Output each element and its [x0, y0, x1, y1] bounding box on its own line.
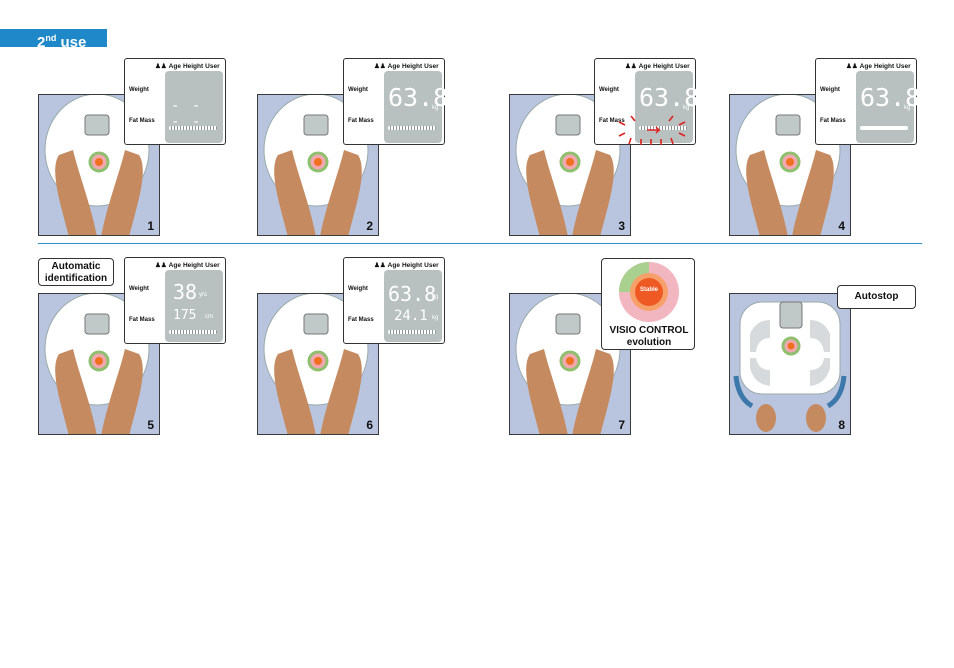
callout-line: Autostop: [854, 291, 899, 302]
fat-mass-label: Fat Mass: [599, 118, 625, 124]
users-icon: ♟♟: [374, 262, 386, 269]
fat-mass-unit: kg: [432, 315, 439, 321]
autostop-callout: Autostop: [837, 285, 916, 309]
age-value: 38: [173, 280, 198, 304]
callout-line: evolution: [626, 337, 672, 348]
lcd-screen: 63.8 kg: [384, 71, 448, 143]
step-6-illustration: 6: [257, 293, 379, 435]
progress-segments: [169, 126, 217, 130]
lcd-screen: 63.8 kg: [856, 71, 920, 143]
progress-segments: [388, 330, 436, 334]
users-icon: ♟♟: [155, 63, 167, 70]
height-unit: cm: [205, 314, 213, 320]
scale-with-feet-illustration: [44, 95, 150, 235]
fat-mass-label: Fat Mass: [129, 118, 155, 124]
progress-segments: [169, 330, 217, 334]
lcd-screen: 63.8 kg: [635, 71, 699, 143]
step-number: 4: [838, 219, 845, 233]
automatic-identification-callout: Automatic identification: [38, 258, 114, 286]
step-number: 2: [366, 219, 373, 233]
callout-line: identification: [44, 273, 108, 284]
lcd-unit: kg: [432, 105, 439, 111]
scale-with-feet-illustration: [735, 95, 841, 235]
step-number: 5: [147, 418, 154, 432]
lcd-value: 63.8: [860, 83, 921, 112]
lcd-screen: 63.8 kg 24.1 kg: [384, 270, 442, 342]
fat-mass-label: Fat Mass: [348, 317, 374, 323]
fat-mass-label: Fat Mass: [820, 118, 846, 124]
weight-label: Weight: [820, 87, 840, 93]
section-divider: [38, 243, 922, 244]
users-icon: ♟♟: [155, 262, 167, 269]
callout-line: VISIO CONTROL: [609, 325, 689, 336]
weight-label: Weight: [599, 87, 619, 93]
height-value: 175: [173, 308, 197, 323]
users-icon: ♟♟: [625, 63, 637, 70]
users-icon: ♟♟: [846, 63, 858, 70]
scale-with-feet-illustration: [44, 294, 150, 434]
scale-with-feet-illustration: [515, 95, 621, 235]
scale-with-feet-illustration: [515, 294, 621, 434]
step-number: 6: [366, 418, 373, 432]
step-number: 8: [838, 418, 845, 432]
step-number: 7: [618, 418, 625, 432]
fat-mass-value: 24.1: [394, 308, 428, 324]
step-number: 1: [147, 219, 154, 233]
weight-label: Weight: [348, 286, 368, 292]
age-unit: yrs: [199, 292, 207, 298]
visio-control-callout: Stable VISIO CONTROL evolution: [601, 258, 695, 350]
step-8-illustration: 8: [729, 293, 851, 435]
section-title: 2nd use: [0, 29, 107, 51]
flashing-rays-icon: [618, 115, 686, 145]
step-4-illustration: 4: [729, 94, 851, 236]
lcd-screen: 38 yrs 175 cm: [165, 270, 223, 342]
progress-segments: [639, 126, 687, 130]
fat-mass-label: Fat Mass: [348, 118, 374, 124]
step-number: 3: [618, 219, 625, 233]
scale-with-feet-illustration: [263, 95, 369, 235]
scale-empty-illustration: [733, 301, 847, 432]
weight-label: Weight: [129, 286, 149, 292]
lcd-value: 63.8: [639, 83, 700, 112]
lcd-value: 63.8: [388, 83, 449, 112]
weight-value: 63.8: [388, 282, 437, 306]
fat-mass-label: Fat Mass: [129, 317, 155, 323]
lcd-unit: kg: [683, 105, 690, 111]
visio-control-dial-icon: [619, 262, 679, 322]
lcd-unit: kg: [904, 105, 911, 111]
users-icon: ♟♟: [374, 63, 386, 70]
weight-label: Weight: [348, 87, 368, 93]
scale-with-feet-illustration: [263, 294, 369, 434]
weight-unit: kg: [432, 294, 439, 300]
step-5-illustration: 5: [38, 293, 160, 435]
callout-line: Automatic: [51, 261, 101, 272]
progress-bar-full: [860, 126, 908, 130]
stable-label: Stable: [639, 287, 658, 293]
step-2-illustration: 2: [257, 94, 379, 236]
progress-segments: [388, 126, 436, 130]
weight-label: Weight: [129, 87, 149, 93]
lcd-screen: - - - -: [165, 71, 223, 143]
